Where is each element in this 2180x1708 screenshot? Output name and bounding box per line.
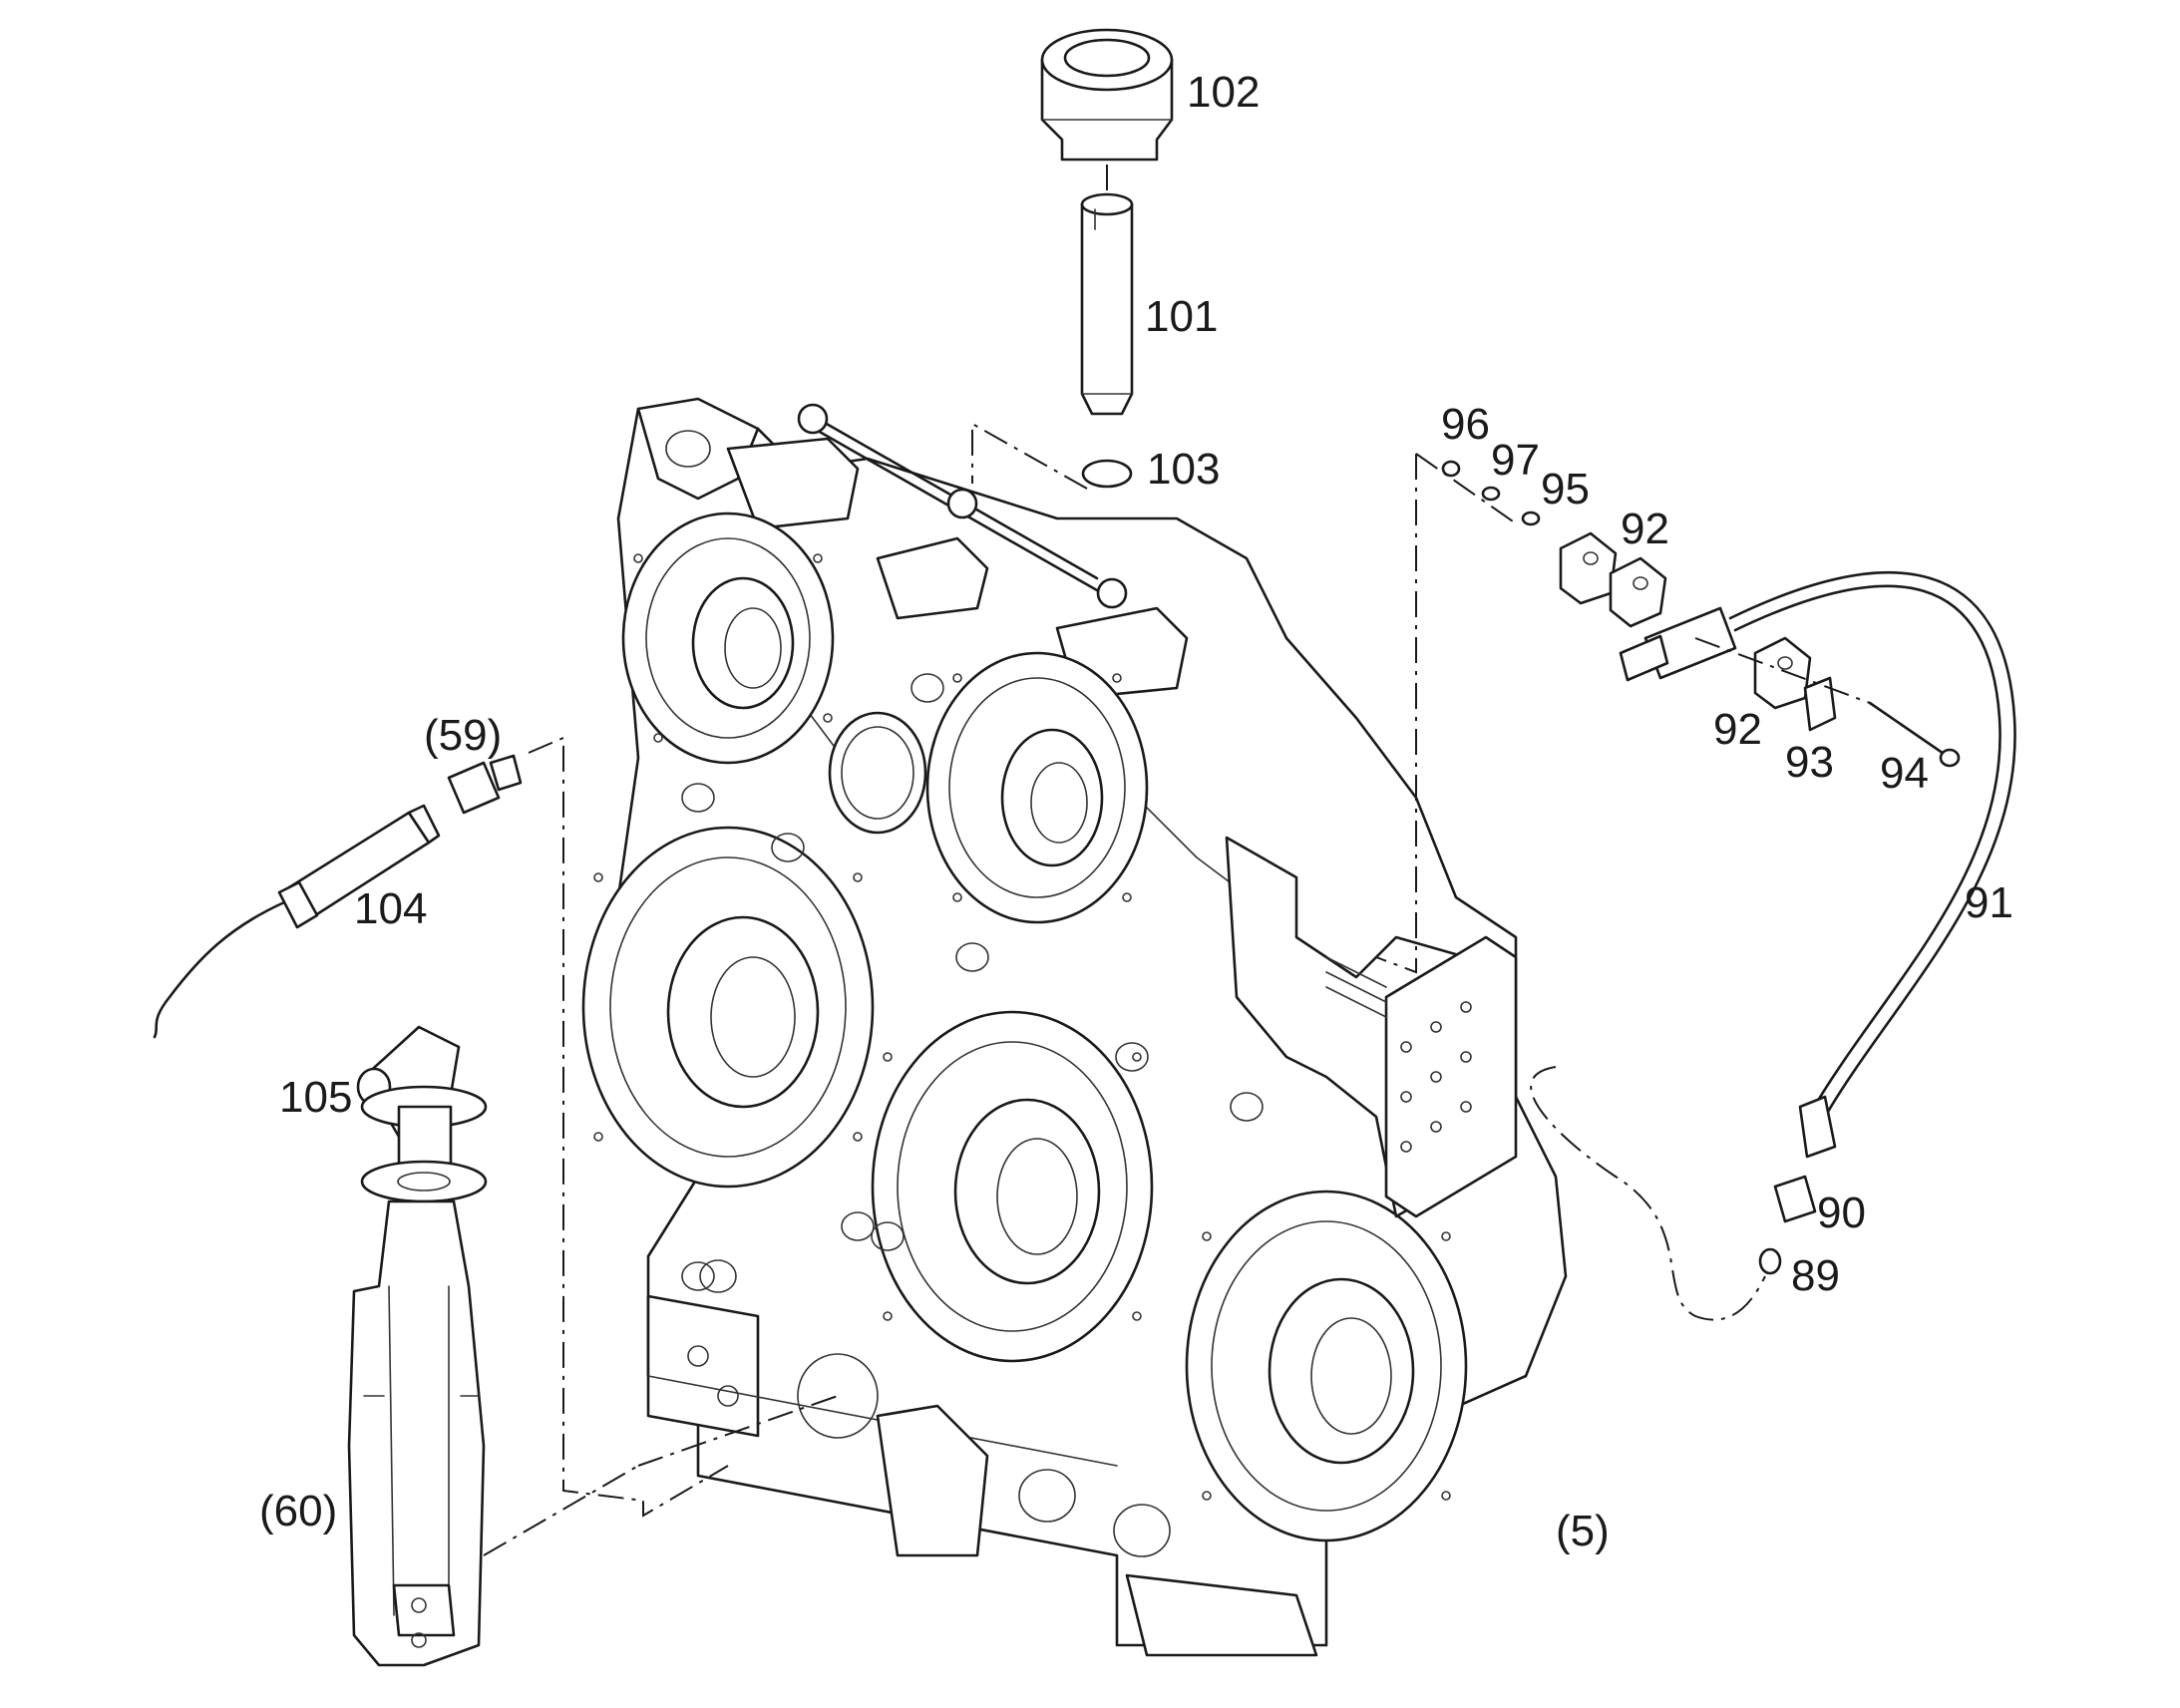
- clamp-half-92-lower: [1753, 636, 1812, 710]
- axis-line-92: [1694, 637, 1871, 704]
- plate-93: [1803, 676, 1837, 732]
- sensor-104: [153, 804, 441, 1039]
- label-101: 101: [1145, 292, 1218, 341]
- adapter-59: [447, 754, 523, 815]
- assembly-line-59: [528, 736, 729, 1518]
- cap-102: [1040, 28, 1174, 162]
- routing-line-89: [1530, 1066, 1766, 1321]
- label-104: 104: [354, 884, 427, 933]
- gearbox-housing: [581, 397, 1568, 1657]
- clamp-half-92-upper: [1559, 531, 1618, 605]
- shaft-101: [1080, 192, 1134, 416]
- label-95: 95: [1541, 465, 1590, 513]
- label-94: 94: [1880, 749, 1929, 798]
- washer-97: [1481, 486, 1501, 502]
- washer-95: [1521, 511, 1541, 526]
- clamp-half-92-mid: [1609, 556, 1667, 628]
- callout-labels: 102 101 103 96 97 95 92 92 93 94 91 90 8…: [259, 68, 2013, 1555]
- assembly-line-60: [483, 1395, 839, 1556]
- label-5: (5): [1556, 1507, 1610, 1555]
- dipstick-105: [356, 1025, 488, 1203]
- label-90: 90: [1817, 1189, 1866, 1237]
- assembly-line-103: [971, 422, 1088, 490]
- label-102: 102: [1187, 68, 1260, 117]
- label-92-lower: 92: [1713, 705, 1762, 754]
- nut-96: [1441, 460, 1461, 478]
- label-103: 103: [1147, 445, 1220, 494]
- label-59: (59): [424, 711, 502, 760]
- fitting-90: [1773, 1095, 1837, 1223]
- label-97: 97: [1491, 436, 1540, 485]
- o-ring-89: [1758, 1247, 1782, 1275]
- o-ring-103: [1081, 459, 1133, 489]
- label-92-upper: 92: [1621, 505, 1669, 553]
- holder-60: [347, 1199, 486, 1667]
- assembly-line-96: [1375, 453, 1517, 974]
- label-60: (60): [259, 1487, 337, 1536]
- label-93: 93: [1785, 738, 1834, 787]
- label-89: 89: [1791, 1251, 1840, 1300]
- hose-91: [1728, 571, 2016, 1119]
- label-96: 96: [1441, 400, 1490, 449]
- label-105: 105: [279, 1073, 352, 1122]
- hose-end-fitting: [1619, 606, 1737, 682]
- bolt-94: [1868, 701, 1961, 768]
- label-91: 91: [1965, 878, 2013, 927]
